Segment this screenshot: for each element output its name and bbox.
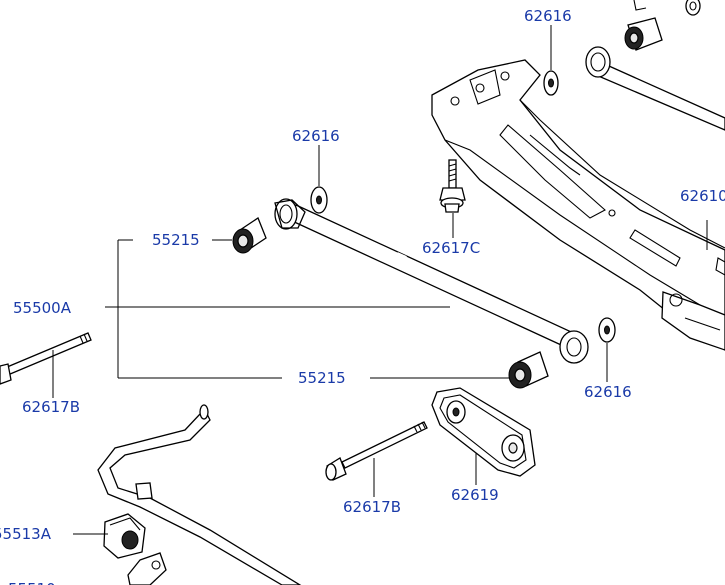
stabilizer-bushing <box>103 513 146 559</box>
bolt-left <box>0 332 92 385</box>
callout-washer-lower-right[interactable]: 62616 <box>584 383 632 401</box>
callout-washer-top-right[interactable]: 62616 <box>524 7 572 25</box>
callout-bolt-lower[interactable]: 62617B <box>343 498 401 516</box>
washer-mid <box>310 186 328 214</box>
vertical-bolt <box>439 159 466 213</box>
bolt-lower <box>325 421 428 481</box>
callout-bolt-left[interactable]: 62617B <box>22 398 80 416</box>
leader-lines <box>52 25 708 535</box>
upper-right-arm <box>585 0 725 131</box>
stabilizer-bracket <box>127 552 167 585</box>
callout-bracket-plate[interactable]: 62619 <box>451 486 499 504</box>
stabilizer-bar <box>97 404 302 585</box>
callout-bushing-lower[interactable]: 55215 <box>298 369 346 387</box>
lower-arm <box>274 198 589 364</box>
callout-bushing-stabilizer[interactable]: 55513A <box>0 525 52 543</box>
bushing-lower <box>508 351 549 389</box>
washer-lower-right <box>598 317 616 343</box>
callout-assembly[interactable]: 55500A <box>13 299 72 317</box>
callout-bolt-vertical[interactable]: 62617C <box>422 239 480 257</box>
callout-bushing-upper[interactable]: 55215 <box>152 231 200 249</box>
crossmember <box>431 59 725 351</box>
bracket-plate <box>431 387 536 477</box>
bushing-upper <box>232 217 267 254</box>
callout-washer-mid[interactable]: 62616 <box>292 127 340 145</box>
washer-top <box>543 70 559 96</box>
callout-crossmember-right[interactable]: 62610 <box>680 187 725 205</box>
callout-stabilizer-bottom-left[interactable]: 55510 <box>8 580 56 585</box>
